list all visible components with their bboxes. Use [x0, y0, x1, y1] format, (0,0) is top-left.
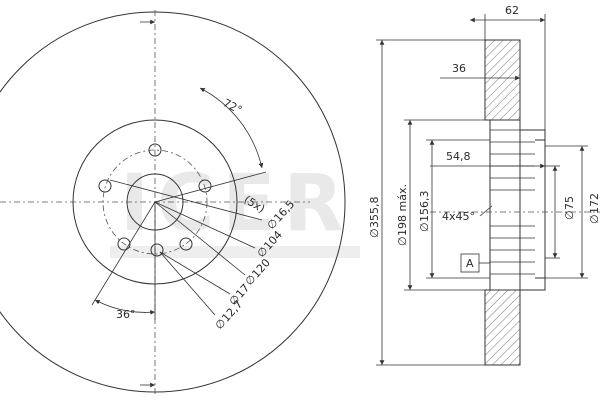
disc-section-bottom — [484, 289, 521, 366]
leader-104 — [154, 201, 256, 249]
dim-120: ∅ 120 — [243, 256, 273, 288]
side-view: 62 36 54,8 4x45° A ∅ 355,8 ∅ 198 máx. — [368, 4, 600, 366]
chamfer-leader — [479, 205, 493, 217]
diameter-symbol: ∅ — [563, 210, 576, 220]
bolt-hole — [117, 237, 131, 251]
watermark-shadow-bar — [110, 246, 360, 258]
dim-75-value: 75 — [563, 196, 576, 210]
angle-36-label: 36° — [116, 308, 136, 321]
leader-16-5 — [109, 179, 263, 221]
leader-12-7 — [159, 251, 216, 316]
hat-section — [489, 119, 521, 291]
diameter-symbol: ∅ — [396, 236, 409, 246]
hat-outline — [520, 129, 546, 291]
disc-section-top — [484, 39, 521, 121]
angle-72-label: 72° — [221, 96, 244, 117]
dim-198: ∅ 198 máx. — [396, 184, 409, 246]
dim-172: ∅ 172 — [588, 193, 600, 224]
dim-54-8-label: 54,8 — [446, 150, 471, 163]
chamfer-label: 4x45° — [442, 210, 475, 223]
leader-120 — [154, 201, 246, 276]
dim-355-8: ∅ 355,8 — [368, 197, 381, 239]
angle-36-arc — [94, 299, 156, 315]
bolt-hole — [98, 179, 112, 193]
small-hole — [150, 243, 164, 257]
diameter-symbol: ∅ — [418, 222, 431, 232]
dim-156-3-value: 156,3 — [418, 191, 431, 223]
dim-12-7: ∅ 12,7 — [213, 298, 246, 332]
dim-75: ∅ 75 — [563, 196, 576, 220]
dim-172-value: 172 — [588, 193, 600, 214]
dim-198-value: 198 máx. — [396, 184, 409, 236]
dim-355-8-value: 355,8 — [368, 197, 381, 229]
vane-lines — [490, 129, 535, 275]
diameter-symbol: ∅ — [588, 214, 600, 224]
datum-label: A — [466, 257, 474, 270]
angle-36-leader-a — [91, 201, 156, 306]
dim-156-3: ∅ 156,3 — [418, 191, 431, 233]
leader-17 — [159, 251, 231, 295]
watermark-group: ICER — [110, 159, 360, 258]
dim-62-label: 62 — [505, 4, 519, 17]
bolt-hole — [179, 237, 193, 251]
angle-72-arc — [199, 87, 264, 169]
hat-inner-step — [535, 139, 545, 279]
dim-36-label: 36 — [452, 62, 466, 75]
diameter-symbol: ∅ — [368, 228, 381, 238]
bolt-hole — [198, 179, 212, 193]
